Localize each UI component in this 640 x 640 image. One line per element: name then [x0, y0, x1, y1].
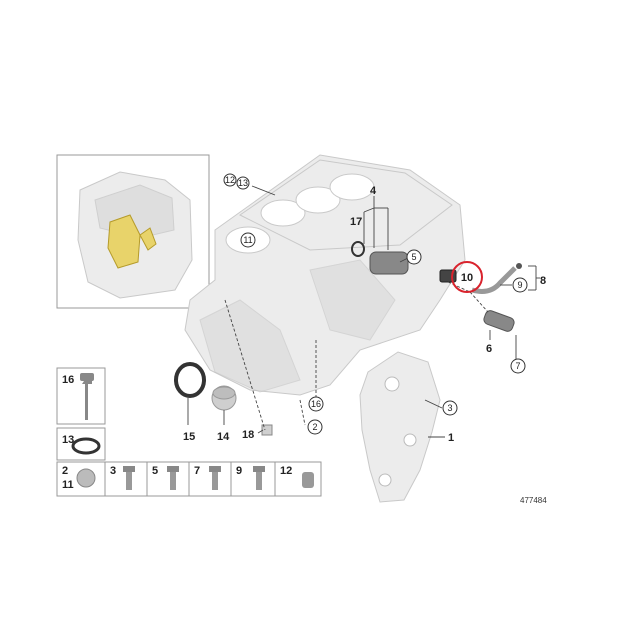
svg-text:10: 10 [461, 272, 473, 284]
plug-cap [211, 385, 237, 411]
callout-2: 2 [307, 419, 323, 435]
legend-13: 13 [62, 434, 74, 446]
callout-12-13: 12 13 [223, 173, 250, 190]
callout-1: 1 [448, 432, 454, 444]
sensor-6 [483, 310, 515, 332]
legend-5: 5 [152, 465, 158, 477]
callout-9: 9 [512, 277, 528, 293]
legend-9: 9 [236, 465, 242, 477]
clip-18 [261, 424, 273, 436]
callout-18: 18 [242, 429, 254, 441]
callout-8: 8 [540, 275, 546, 287]
callout-7: 7 [510, 358, 526, 374]
svg-text:7: 7 [515, 361, 520, 371]
callout-3: 3 [442, 400, 458, 416]
engine-block [184, 154, 466, 396]
svg-text:12: 12 [225, 175, 235, 185]
engine-bracket [359, 351, 441, 503]
hose-pipe [471, 263, 522, 294]
callout-14: 14 [217, 431, 230, 443]
svg-text:13: 13 [238, 178, 248, 188]
callout-5: 5 [406, 249, 422, 265]
diagram-id: 477484 [520, 496, 547, 505]
svg-text:3: 3 [447, 403, 452, 413]
legend-12: 12 [280, 465, 292, 477]
parts-legend: 16 13 2 11 3 5 7 9 12 [56, 367, 322, 497]
svg-text:16: 16 [311, 399, 321, 409]
leader-lines [187, 185, 540, 438]
callout-16: 16 [308, 396, 324, 412]
callout-10-highlight: 10 [451, 261, 483, 293]
sensor-assembly [351, 241, 409, 275]
legend-2: 2 [62, 465, 68, 477]
legend-11: 11 [62, 479, 74, 491]
svg-text:9: 9 [517, 280, 522, 290]
engine-inset [56, 154, 210, 309]
callout-11: 11 [240, 232, 256, 248]
callout-6: 6 [486, 343, 492, 355]
callout-17: 17 [350, 216, 362, 228]
svg-text:2: 2 [312, 422, 317, 432]
legend-7: 7 [194, 465, 200, 477]
legend-3: 3 [110, 465, 116, 477]
legend-16: 16 [62, 374, 74, 386]
seal-ring [174, 362, 206, 398]
callout-15: 15 [183, 431, 195, 443]
callout-4: 4 [370, 185, 377, 197]
svg-text:11: 11 [243, 235, 252, 245]
svg-text:5: 5 [411, 252, 416, 262]
